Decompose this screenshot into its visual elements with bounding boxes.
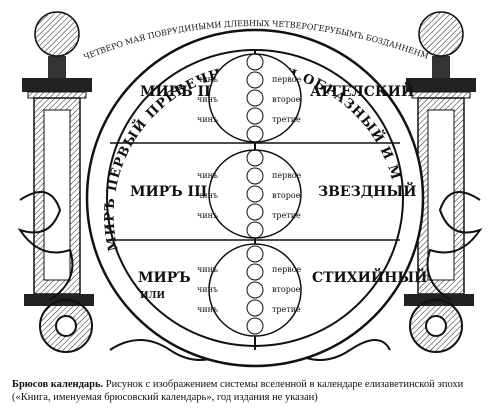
world-2-left: МИРЪ II (140, 84, 211, 100)
svg-text:чинъ: чинъ (197, 115, 218, 124)
left-pillar (22, 11, 94, 306)
svg-text:чинъ: чинъ (197, 285, 218, 294)
sphere-column (208, 53, 302, 337)
svg-text:третие: третие (272, 305, 301, 314)
svg-text:первое: первое (272, 75, 302, 84)
svg-text:чинъ: чинъ (197, 95, 218, 104)
calendar-engraving: ЧЕТВЕРО МАЯ ПОВРУДИНЫМИ ДЛЕВНЫХ ЧЕТВЕРОГ… (0, 0, 483, 368)
left-rosette (39, 299, 93, 353)
svg-text:чинъ: чинъ (197, 305, 218, 314)
svg-text:чинъ: чинъ (197, 211, 218, 220)
caption-text: Рисунок с изображением системы вселенной… (12, 379, 464, 403)
world-3-right: ЗВЕЗДНЫЙ (318, 181, 416, 200)
sphere-labels: чинъ первое чинъ второе чинъ третие чинъ… (197, 75, 302, 314)
right-rosette (409, 299, 463, 353)
world-2-right: АГГЕЛСКИЙ (310, 81, 414, 100)
svg-text:третие: третие (272, 115, 301, 124)
svg-text:второе: второе (272, 285, 301, 294)
right-globe (418, 11, 464, 57)
world-4-right: СТИХИЙНЫЙ (312, 267, 427, 286)
left-globe (34, 11, 80, 57)
svg-text:второе: второе (272, 95, 301, 104)
world-4-left: МИРЪ (138, 270, 191, 286)
world-3-left: МИРЪ III (130, 184, 207, 200)
figure-caption: Брюсов календарь. Рисунок с изображением… (12, 378, 490, 404)
world-labels: МИРЪ II АГГЕЛСКИЙ МИРЪ III ЗВЕЗДНЫЙ МИРЪ… (130, 81, 427, 301)
svg-text:чинъ: чинъ (197, 191, 218, 200)
svg-text:первое: первое (272, 171, 302, 180)
caption-lead: Брюсов календарь. (12, 379, 104, 390)
svg-text:первое: первое (272, 265, 302, 274)
world-4-left-sub: ИЛИ (140, 291, 165, 301)
svg-text:чинъ: чинъ (197, 171, 218, 180)
svg-text:чинъ: чинъ (197, 265, 218, 274)
svg-text:второе: второе (272, 191, 301, 200)
svg-text:третие: третие (272, 211, 301, 220)
sphere-rings (246, 53, 264, 335)
svg-text:чинъ: чинъ (197, 75, 218, 84)
